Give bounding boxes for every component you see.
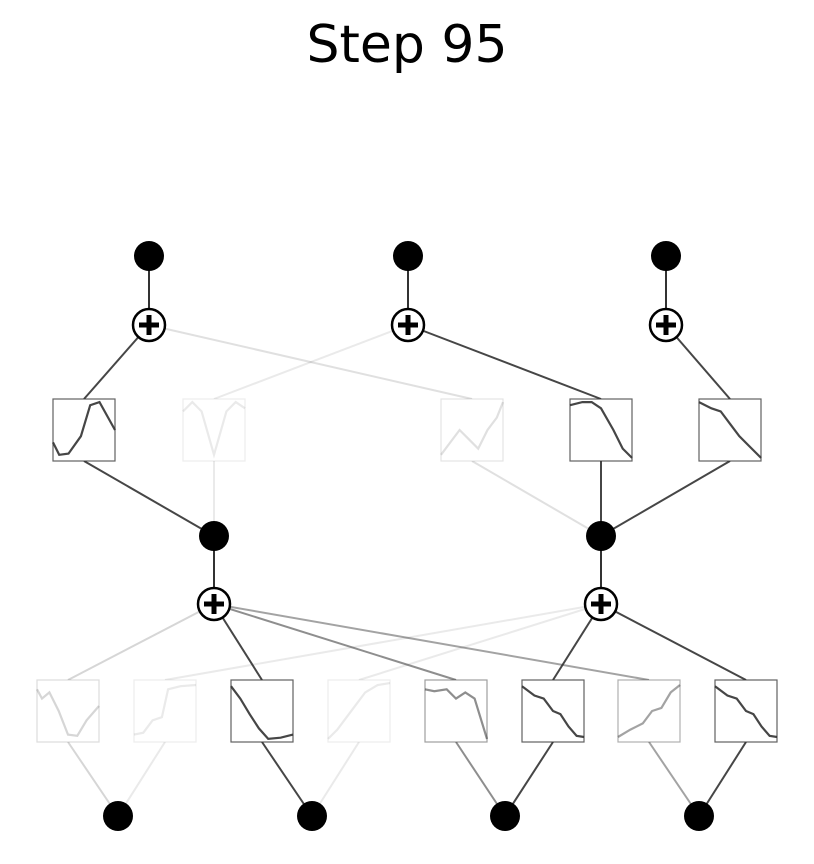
activation-curve (36, 688, 100, 737)
input-node (297, 801, 327, 831)
activation-box-l0-4 (424, 679, 489, 743)
activation-curve (182, 400, 246, 459)
input-node (490, 801, 520, 831)
output-node (134, 241, 164, 271)
output-sum-node (648, 307, 684, 343)
input-node (103, 801, 133, 831)
activation-box-l1-2 (440, 398, 505, 462)
activation-box-frame (617, 679, 681, 743)
activation-box-l0-6 (617, 679, 681, 743)
activation-curve (133, 683, 197, 736)
activation-curve (230, 685, 294, 741)
output-sum-node (131, 307, 167, 343)
activation-box-l1-0 (52, 398, 116, 462)
edge-box-to-sum (213, 603, 457, 681)
activation-box-l0-0 (36, 679, 100, 743)
edge-box-to-sum (148, 324, 473, 400)
hidden-sum-node (196, 586, 232, 622)
edge-hidden-to-box (600, 460, 731, 537)
edge-box-to-sum (67, 603, 215, 681)
activation-box-l0-7 (714, 679, 778, 743)
activation-box-l1-1 (182, 398, 246, 462)
output-node (393, 241, 423, 271)
edge-hidden-to-box (471, 460, 602, 537)
activation-box-l0-1 (133, 679, 197, 743)
activation-curve (327, 682, 391, 740)
output-sum-node (390, 307, 426, 343)
nodes-layer (103, 241, 714, 831)
hidden-node (199, 521, 229, 551)
activation-curve (521, 685, 585, 739)
edge-box-to-sum (213, 603, 650, 681)
activation-box-frame (182, 398, 246, 462)
edge-box-to-sum (213, 324, 409, 400)
activation-box-frame (698, 398, 762, 462)
activation-curve (424, 688, 489, 740)
activation-boxes-layer (36, 398, 778, 743)
edge-box-to-sum (407, 324, 602, 400)
activation-curve (714, 685, 778, 739)
activation-curve (698, 401, 762, 459)
activation-box-l0-3 (327, 679, 391, 743)
hidden-node (586, 521, 616, 551)
activation-box-l1-4 (698, 398, 762, 462)
activation-curve (617, 684, 681, 738)
activation-box-frame (440, 398, 504, 462)
activation-curve (52, 400, 116, 456)
chart-title: Step 95 (306, 15, 508, 75)
activation-box-l1-3 (569, 398, 633, 462)
activation-box-frame (327, 679, 391, 743)
activation-box-frame (52, 398, 116, 462)
output-node (651, 241, 681, 271)
activation-curve (440, 401, 505, 456)
edge-hidden-to-box (83, 460, 215, 537)
activation-curve (569, 401, 633, 459)
input-node (684, 801, 714, 831)
edge-box-to-sum (358, 603, 602, 681)
edge-box-to-sum (164, 603, 602, 681)
activation-box-frame (36, 679, 100, 743)
activation-box-l0-2 (230, 679, 294, 743)
activation-box-l0-5 (521, 679, 585, 743)
edge-box-to-sum (600, 603, 747, 681)
hidden-sum-node (583, 586, 619, 622)
activation-box-frame (133, 679, 197, 743)
